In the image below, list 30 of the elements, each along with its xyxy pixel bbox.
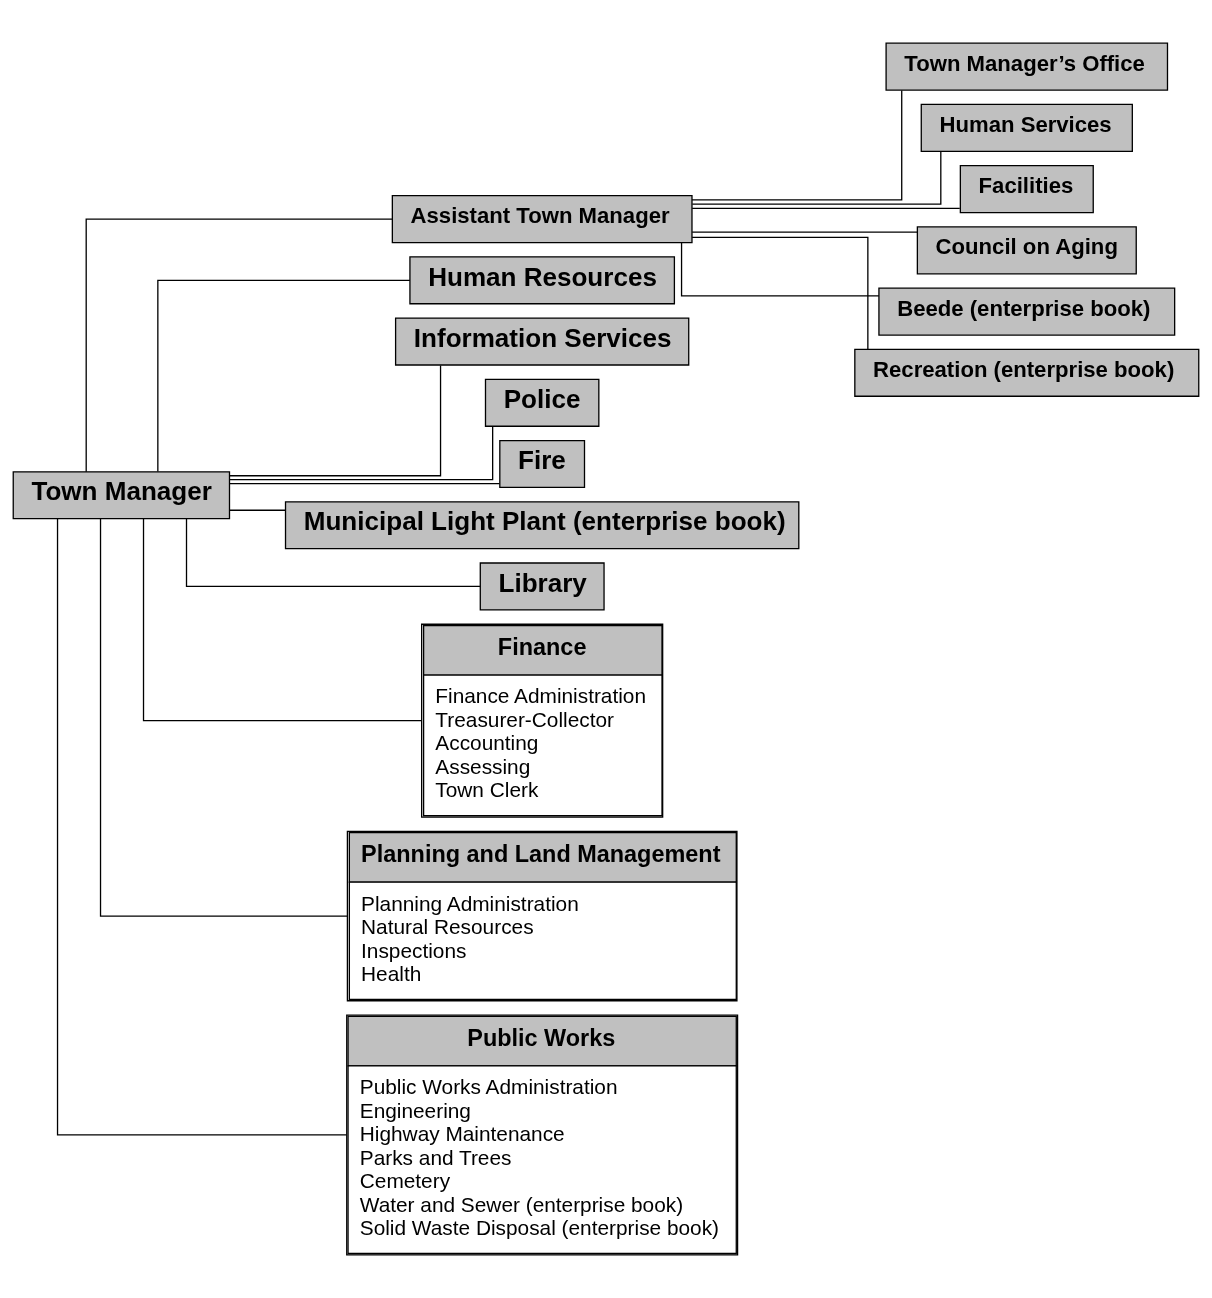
connector [680, 241, 880, 297]
connector [229, 425, 494, 481]
node-box: Beede (enterprise book) [878, 287, 1176, 336]
node-box: Human Services [920, 103, 1133, 152]
connector [142, 518, 423, 722]
connector [185, 518, 481, 588]
connector [229, 482, 501, 485]
connector [157, 279, 411, 473]
connector [56, 518, 348, 1136]
connector [691, 150, 942, 205]
node-box: Fire [499, 439, 586, 489]
connector [85, 218, 393, 473]
node-box: Facilities [959, 165, 1094, 214]
connector [99, 518, 348, 917]
node-box: Town Manager’s Office [885, 42, 1169, 91]
node-box: Police [484, 378, 600, 427]
node-box: Human Resources [409, 256, 676, 305]
connector [229, 364, 442, 477]
node-box: Assistant Town Manager [391, 195, 693, 244]
node-box: Town Manager [12, 471, 231, 520]
connector [691, 236, 869, 350]
node-box: Municipal Light Plant (enterprise book) [284, 501, 800, 550]
node-box: Recreation (enterprise book) [854, 348, 1200, 397]
connector [691, 231, 918, 233]
connector [229, 509, 286, 511]
node-box: Council on Aging [916, 226, 1137, 275]
connector [691, 207, 961, 209]
node-box: Library [479, 562, 605, 611]
connector [691, 89, 903, 201]
node-box: Information Services [394, 317, 690, 366]
